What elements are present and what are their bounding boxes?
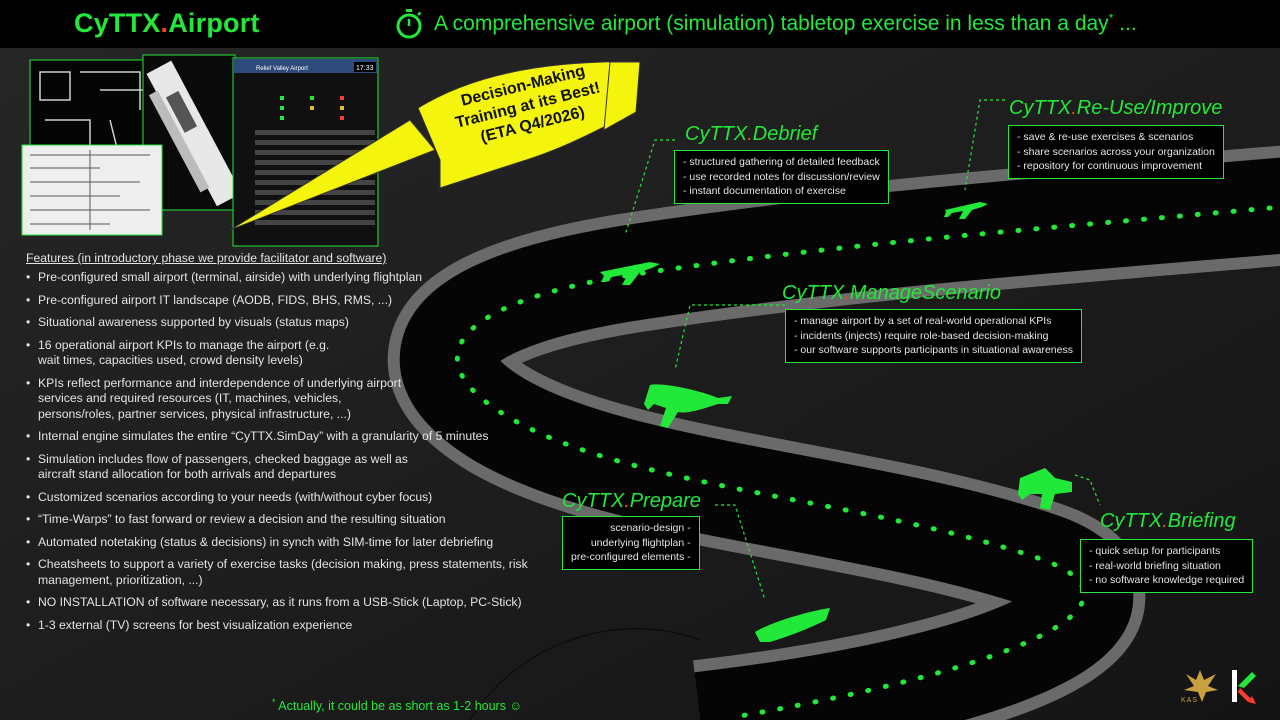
svg-text:Relief Valley Airport: Relief Valley Airport xyxy=(256,66,308,72)
feature-item: Situational awareness supported by visua… xyxy=(26,315,546,331)
feature-item: Internal engine simulates the entire “Cy… xyxy=(26,429,546,445)
feature-item: NO INSTALLATION of software necessary, a… xyxy=(26,595,546,611)
feature-item: 1-3 external (TV) screens for best visua… xyxy=(26,618,546,634)
svg-text:17:33: 17:33 xyxy=(356,65,374,72)
feature-item: KPIs reflect performance and interdepend… xyxy=(26,376,408,423)
feature-item: Cheatsheets to support a variety of exer… xyxy=(26,557,538,588)
phase-box-prepare: scenario-design - underlying flightplan … xyxy=(562,516,700,570)
brand-title: CyTTX.Airport xyxy=(74,8,260,38)
feature-item: Automated notetaking (status & decisions… xyxy=(26,535,546,551)
footnote: * Actually, it could be as short as 1-2 … xyxy=(272,697,523,714)
phase-box-manage: - manage airport by a set of real-world … xyxy=(785,309,1082,363)
feature-item: Pre-configured airport IT landscape (AOD… xyxy=(26,293,546,309)
k-arrow-logo-icon xyxy=(1232,670,1256,704)
tagline: A comprehensive airport (simulation) tab… xyxy=(434,11,1137,35)
phase-title-debrief: CyTTX.Debrief xyxy=(685,123,818,145)
phase-title-reuse: CyTTX.Re-Use/Improve xyxy=(1009,97,1223,119)
feature-item: “Time-Warps” to fast forward or review a… xyxy=(26,512,546,528)
phase-box-reuse: - save & re-use exercises & scenarios - … xyxy=(1008,125,1224,179)
phase-box-briefing: - quick setup for participants - real-wo… xyxy=(1080,539,1254,593)
features-heading: Features (in introductory phase we provi… xyxy=(26,251,387,265)
logo-left-text: KAS xyxy=(1181,697,1199,704)
airplane-icons xyxy=(600,202,1072,642)
phase-box-debrief: - structured gathering of detailed feedb… xyxy=(674,150,889,204)
phase-title-manage: CyTTX.ManageScenario xyxy=(782,282,1001,304)
phoenix-logo-icon xyxy=(1184,670,1218,702)
stopwatch-icon xyxy=(396,9,422,39)
features-list: Features (in introductory phase we provi… xyxy=(26,251,546,640)
header-bar: CyTTX.Airport A comprehensive airport (s… xyxy=(0,0,1280,48)
feature-item: Simulation includes flow of passengers, … xyxy=(26,452,433,483)
phase-title-prepare: CyTTX.Prepare xyxy=(562,490,701,512)
feature-item: Pre-configured small airport (terminal, … xyxy=(26,270,546,286)
phase-title-briefing: CyTTX.Briefing xyxy=(1100,510,1236,532)
feature-item: 16 operational airport KPIs to manage th… xyxy=(26,338,338,369)
feature-item: Customized scenarios according to your n… xyxy=(26,490,546,506)
